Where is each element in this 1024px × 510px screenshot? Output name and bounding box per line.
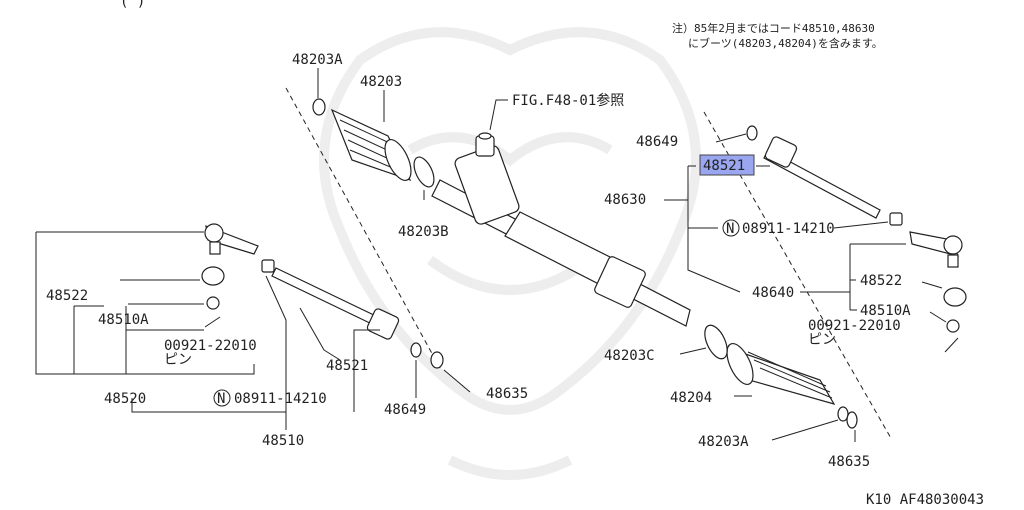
label-pin-left: ピン [164,352,192,368]
n-circle-right-icon [722,219,740,237]
label-48521-left: 48521 [326,358,368,374]
nut-48510A-right [946,319,960,333]
label-n-left: N [217,391,225,407]
label-48635-left: 48635 [486,386,528,402]
label-48203C: 48203C [604,348,655,364]
label-08911-left: 08911-14210 [234,391,327,407]
nut-48510A-left [206,296,220,310]
leader-lines [35,68,947,442]
label-00921-left: 00921-22010 [164,338,257,354]
label-48204: 48204 [670,390,712,406]
boot-48203 [330,108,412,182]
label-48522-right: 48522 [860,273,902,289]
label-48203: 48203 [360,74,402,90]
label-48510: 48510 [262,433,304,449]
tie-rod-48521-right [763,136,881,219]
boot-48204 [726,343,836,405]
tie-rod-end-48520-right [909,231,963,268]
note-line-1: 注）85年2月まではコード48510,48630 [672,21,875,35]
label-48203A-bottom: 48203A [698,434,749,450]
washer-48649-left [410,342,422,358]
footer-code: K10 AF48030043 [866,492,984,508]
pin-left [204,316,221,328]
highlight-48521 [699,154,755,176]
washer-48635-right [846,411,858,429]
nut-08911-left [261,259,275,273]
rack-housing [431,132,691,327]
label-00921-right: 00921-22010 [808,318,901,334]
boot-48522-left [201,266,225,286]
label-48203B: 48203B [398,224,449,240]
washer-48649-right [746,125,758,141]
label-48510A-right: 48510A [860,303,911,319]
label-48510A-left: 48510A [98,312,149,328]
watermark-emblem [319,27,701,480]
label-pin-right: ピン [808,332,836,348]
washer-48635-left [430,351,444,369]
label-48635-right: 48635 [828,454,870,470]
label-48203A-top: 48203A [292,52,343,68]
tie-rod-48521-left [271,267,400,340]
label-fig-ref: FIG.F48-01参照 [512,92,624,109]
n-circle-left-icon [213,389,231,407]
band-48203B [413,156,435,188]
label-48649-right: 48649 [636,134,678,150]
label-48520: 48520 [104,391,146,407]
header-fragment: ( ) [120,0,145,10]
label-48640: 48640 [752,285,794,301]
label-48649-left: 48649 [384,402,426,418]
label-n-right: N [726,221,734,237]
tie-rod-end-48520-left [204,223,259,255]
boot-48522-right [943,287,967,307]
label-48522-left: 48522 [46,288,88,304]
band-48203C [704,324,728,360]
label-48521-right: 48521 [703,158,745,174]
note-line-2: にブーツ(48203,48204)を含みます。 [688,36,883,50]
label-48630: 48630 [604,192,646,208]
label-08911-right: 08911-14210 [742,221,835,237]
nut-08911-right [889,212,903,226]
clip-48203A-top [312,98,326,116]
pin-right [944,337,959,353]
